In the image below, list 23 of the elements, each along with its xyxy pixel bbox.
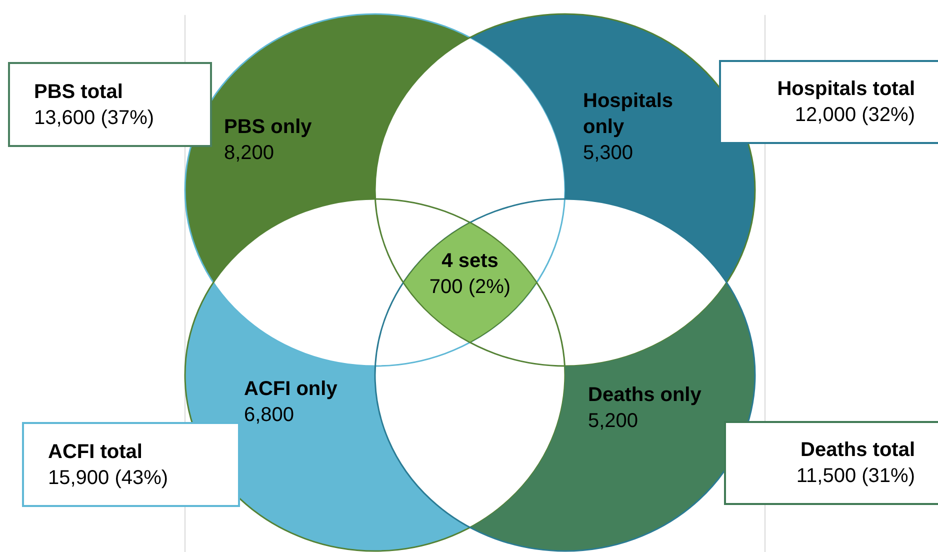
total-callout-box (724, 421, 938, 505)
total-value: 15,900 (43%) (48, 466, 168, 490)
region-count: 5,200 (588, 409, 638, 434)
total-title: Deaths total (800, 438, 915, 463)
total-value: 12,000 (32%) (794, 103, 915, 128)
total-callout-box (719, 60, 938, 144)
region-count: 6,800 (244, 403, 294, 428)
total-value: 11,500 (31%) (796, 464, 915, 489)
total-title: PBS total (34, 80, 123, 104)
region-count: 8,200 (224, 141, 274, 166)
intersection-region (402, 222, 538, 343)
total-value: 13,600 (37%) (34, 106, 154, 130)
total-title: Hospitals total (777, 77, 915, 102)
region-label: 4 sets (442, 249, 498, 274)
region-count: 700 (2%) (429, 275, 511, 300)
region-label: Deaths only (588, 383, 702, 408)
total-title: ACFI total (48, 440, 142, 464)
region-label: Hospitals only (583, 89, 674, 140)
region-count: 5,300 (583, 141, 634, 166)
total-callout-box (22, 422, 240, 507)
region-label: ACFI only (244, 377, 338, 402)
total-callout-box (8, 62, 212, 147)
region-label: PBS only (224, 115, 312, 140)
